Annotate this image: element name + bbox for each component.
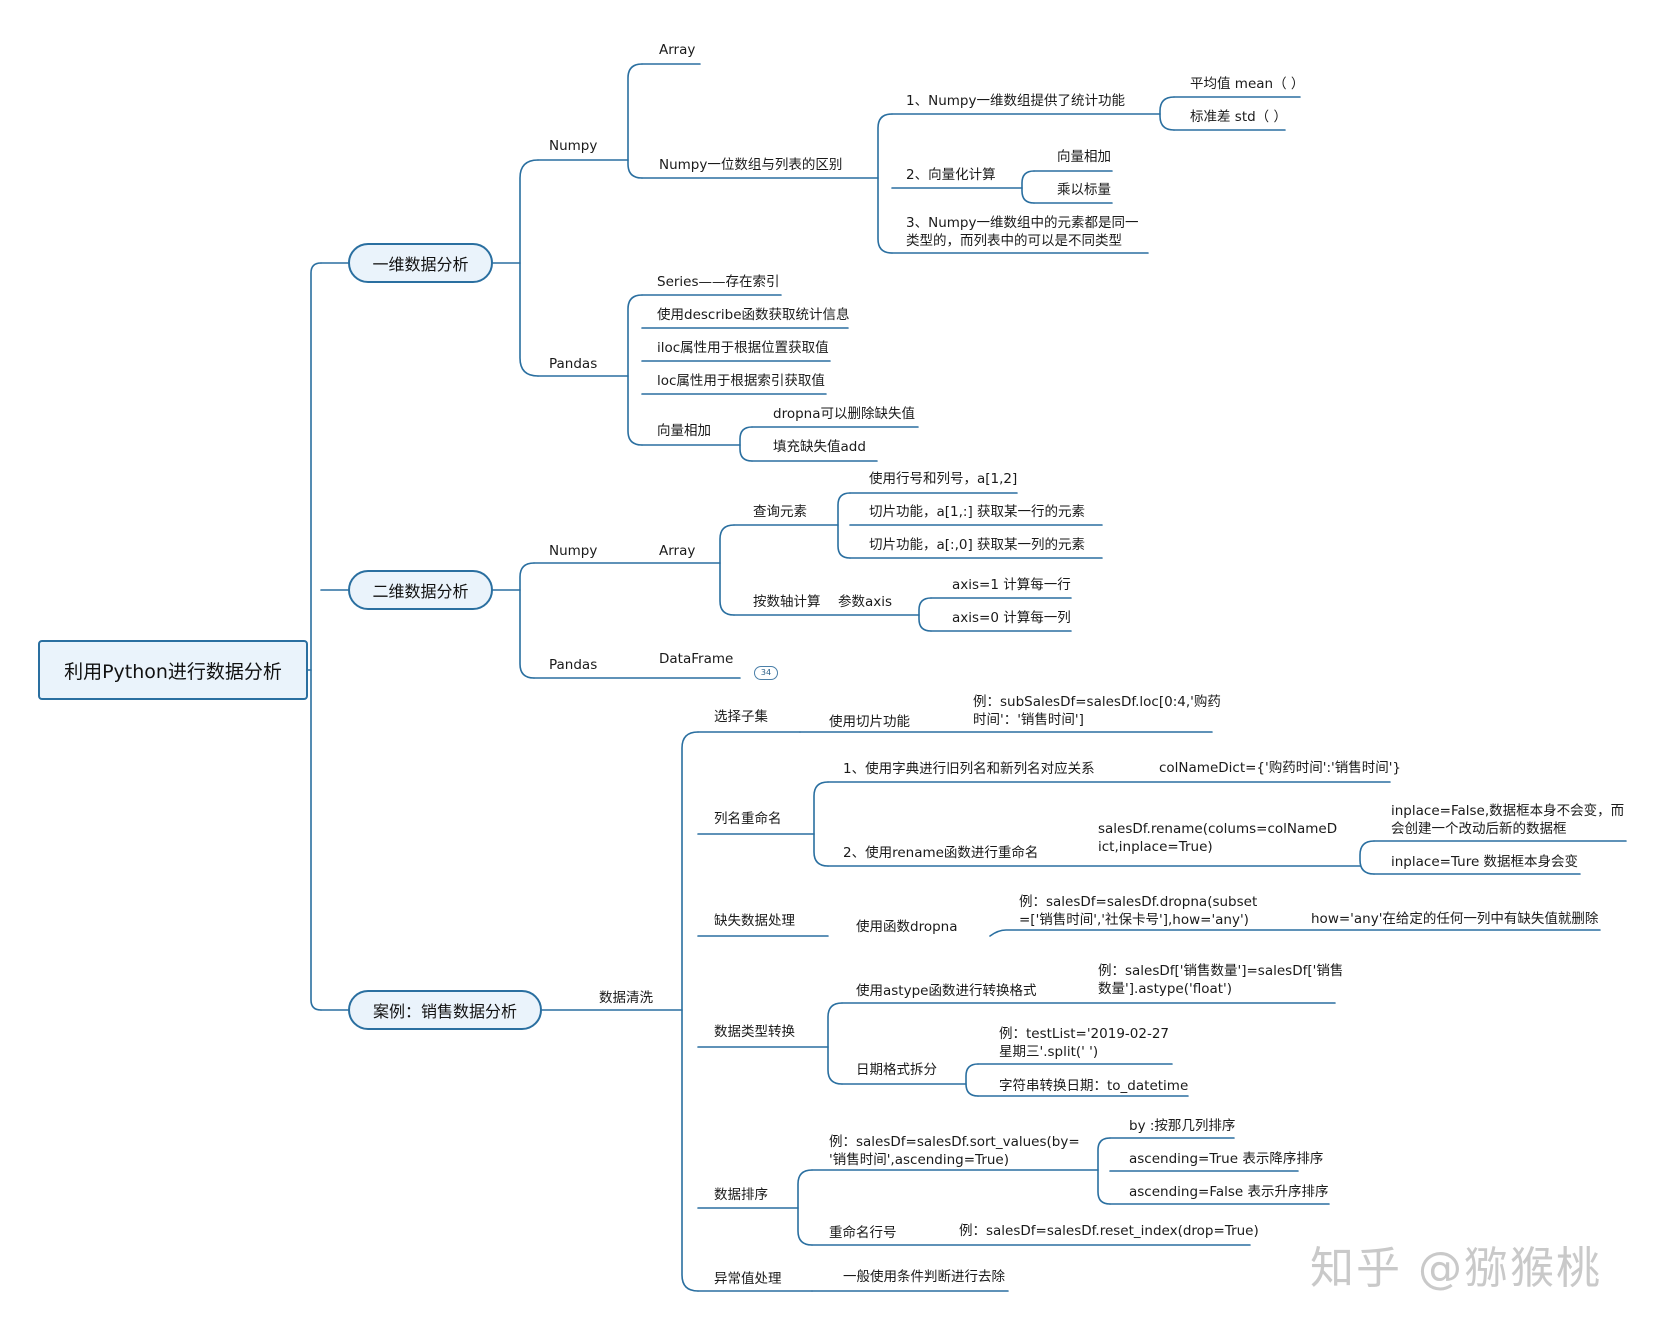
node-series[interactable]: Series——存在索引 — [657, 274, 780, 290]
node-dropna-function[interactable]: 使用函数dropna — [856, 919, 958, 935]
node-loc[interactable]: loc属性用于根据索引获取值 — [657, 373, 825, 389]
connector-line — [519, 562, 535, 679]
connector-line — [1097, 1137, 1111, 1205]
node-astype-example[interactable]: 例：salesDf['销售数量']=salesDf['销售 数量'].astyp… — [1098, 963, 1344, 997]
node-type-conversion[interactable]: 数据类型转换 — [714, 1024, 795, 1040]
connector-line — [1021, 170, 1035, 204]
connector-line — [965, 1063, 979, 1097]
node-mean[interactable]: 平均值 mean（ ） — [1190, 76, 1305, 92]
collapsed-count-badge[interactable]: 34 — [754, 666, 778, 680]
node-rename-dict[interactable]: 1、使用字典进行旧列名和新列名对应关系 — [843, 761, 1095, 777]
connector-line — [989, 929, 1601, 937]
node-rename-columns[interactable]: 列名重命名 — [714, 811, 782, 827]
watermark: 知乎 @猕猴桃 — [1310, 1243, 1602, 1294]
node-slice-function[interactable]: 使用切片功能 — [829, 714, 910, 730]
connector-line — [310, 262, 322, 1011]
connector-line — [1159, 96, 1175, 131]
node-sort-example[interactable]: 例：salesDf=salesDf.sort_values(by= '销售时间'… — [829, 1134, 1080, 1168]
connector-line — [827, 1002, 843, 1085]
node-ascending-false[interactable]: ascending=False 表示升序排序 — [1129, 1184, 1329, 1200]
node-same-type[interactable]: 3、Numpy一维数组中的元素都是同一 类型的，而列表中的可以是不同类型 — [906, 215, 1139, 249]
connector-line — [739, 426, 753, 462]
node-stat-function[interactable]: 1、Numpy一维数组提供了统计功能 — [906, 93, 1125, 109]
connector-line — [797, 1169, 813, 1246]
node-select-subset[interactable]: 选择子集 — [714, 709, 768, 725]
node-scalar-mul[interactable]: 乘以标量 — [1057, 182, 1111, 198]
node-reindex-example[interactable]: 例：salesDf=salesDf.reset_index(drop=True) — [959, 1223, 1259, 1239]
node-vector-add-2[interactable]: 向量相加 — [657, 423, 711, 439]
node-query-element[interactable]: 查询元素 — [753, 504, 807, 520]
node-numpy-2d[interactable]: Numpy — [549, 543, 598, 559]
node-dropna-example[interactable]: 例：salesDf=salesDf.dropna(subset =['销售时间'… — [1019, 894, 1258, 928]
node-iloc[interactable]: iloc属性用于根据位置获取值 — [657, 340, 829, 356]
node-subset-example[interactable]: 例：subSalesDf=salesDf.loc[0:4,'购药 时间'：'销售… — [973, 694, 1221, 728]
node-axis-1[interactable]: axis=1 计算每一行 — [952, 577, 1071, 593]
node-sort-by[interactable]: by :按那几列排序 — [1129, 1118, 1236, 1134]
connector-line — [877, 113, 893, 254]
node-array-2d[interactable]: Array — [659, 543, 696, 559]
node-ascending-true[interactable]: ascending=True 表示降序排序 — [1129, 1151, 1324, 1167]
node-dropna[interactable]: dropna可以删除缺失值 — [773, 406, 915, 422]
node-data-sort[interactable]: 数据排序 — [714, 1187, 768, 1203]
branch-case[interactable]: 案例：销售数据分析 — [348, 990, 542, 1030]
node-rename-call[interactable]: salesDf.rename(colums=colNameD ict,inpla… — [1098, 821, 1338, 855]
node-axis-0[interactable]: axis=0 计算每一列 — [952, 610, 1071, 626]
connector-line — [627, 63, 643, 179]
node-array-1d[interactable]: Array — [659, 42, 696, 58]
node-numpy-list-diff[interactable]: Numpy一位数组与列表的区别 — [659, 157, 843, 173]
node-rename-dict-code[interactable]: colNameDict={'购药时间':'销售时间'} — [1159, 760, 1402, 776]
node-dataframe[interactable]: DataFrame — [659, 651, 734, 667]
node-to-datetime[interactable]: 字符串转换日期：to_datetime — [999, 1078, 1189, 1094]
node-outlier-method[interactable]: 一般使用条件判断进行去除 — [843, 1269, 1005, 1285]
node-describe[interactable]: 使用describe函数获取统计信息 — [657, 307, 850, 323]
connector-line — [813, 781, 829, 867]
connector-line — [519, 159, 539, 377]
node-how-any[interactable]: how='any'在给定的任何一列中有缺失值就删除 — [1311, 911, 1599, 927]
node-missing-data[interactable]: 缺失数据处理 — [714, 913, 795, 929]
node-vectorize[interactable]: 2、向量化计算 — [906, 167, 996, 183]
connector-line — [918, 597, 932, 632]
node-slice-row[interactable]: 切片功能，a[1,:] 获取某一行的元素 — [869, 504, 1086, 520]
node-astype[interactable]: 使用astype函数进行转换格式 — [856, 983, 1037, 999]
node-outlier[interactable]: 异常值处理 — [714, 1271, 782, 1287]
node-split-example[interactable]: 例：testList='2019-02-27 星期三'.split(' ') — [999, 1026, 1170, 1060]
connector-line — [627, 294, 643, 446]
connector-line — [719, 524, 735, 616]
node-inplace-true[interactable]: inplace=Ture 数据框本身会变 — [1391, 854, 1579, 870]
node-row-col-index[interactable]: 使用行号和列号，a[1,2] — [869, 471, 1018, 487]
node-data-cleaning[interactable]: 数据清洗 — [599, 990, 653, 1006]
node-date-split[interactable]: 日期格式拆分 — [856, 1062, 937, 1078]
branch-two-d[interactable]: 二维数据分析 — [348, 570, 493, 610]
node-slice-col[interactable]: 切片功能，a[:,0] 获取某一列的元素 — [869, 537, 1086, 553]
node-pandas-1d[interactable]: Pandas — [549, 356, 598, 372]
node-rename-function[interactable]: 2、使用rename函数进行重命名 — [843, 845, 1039, 861]
node-axis-param[interactable]: 参数axis — [838, 594, 893, 610]
root-node[interactable]: 利用Python进行数据分析 — [38, 640, 308, 700]
connector-line — [681, 731, 699, 1292]
node-numpy-1d[interactable]: Numpy — [549, 138, 598, 154]
node-inplace-false[interactable]: inplace=False,数据框本身不会变，而 会创建一个改动后新的数据框 — [1391, 803, 1625, 837]
node-pandas-2d[interactable]: Pandas — [549, 657, 598, 673]
node-std[interactable]: 标准差 std（ ） — [1190, 109, 1287, 125]
node-fill-missing[interactable]: 填充缺失值add — [773, 439, 866, 455]
connector-line — [837, 492, 851, 559]
node-axis-calc[interactable]: 按数轴计算 — [753, 594, 821, 610]
connector-line — [1359, 840, 1375, 875]
node-reindex[interactable]: 重命名行号 — [829, 1225, 897, 1241]
branch-one-d[interactable]: 一维数据分析 — [348, 243, 493, 283]
node-vector-add[interactable]: 向量相加 — [1057, 149, 1111, 165]
